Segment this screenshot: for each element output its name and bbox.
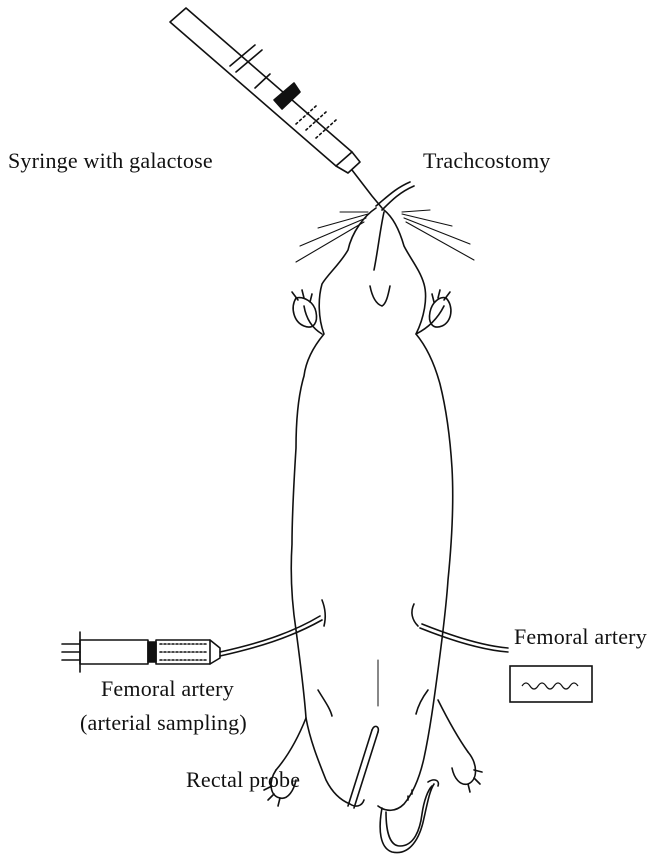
whiskers xyxy=(296,210,474,262)
rat-body xyxy=(291,208,453,810)
label-arterial-sampling: (arterial sampling) xyxy=(80,712,247,734)
label-femoral-artery-right: Femoral artery xyxy=(514,626,647,648)
pressure-monitor-icon xyxy=(510,666,592,702)
right-femoral-cannula xyxy=(412,604,508,652)
left-femoral-cannula xyxy=(220,600,325,656)
label-rectal-probe: Rectal probe xyxy=(186,769,300,791)
label-femoral-artery-left: Femoral artery xyxy=(101,678,234,700)
label-syringe-galactose: Syringe with galactose xyxy=(8,150,213,172)
rectal-probe xyxy=(348,726,378,808)
arterial-sampling-syringe-icon xyxy=(62,632,220,672)
right-hindlimb xyxy=(416,690,482,792)
galactose-syringe-icon xyxy=(170,8,382,208)
label-tracheostomy: Trachcostomy xyxy=(423,150,550,172)
tracheostomy-tube xyxy=(374,182,414,270)
right-forelimb xyxy=(416,290,451,334)
left-forelimb xyxy=(292,290,322,334)
rat-tail xyxy=(380,780,438,853)
